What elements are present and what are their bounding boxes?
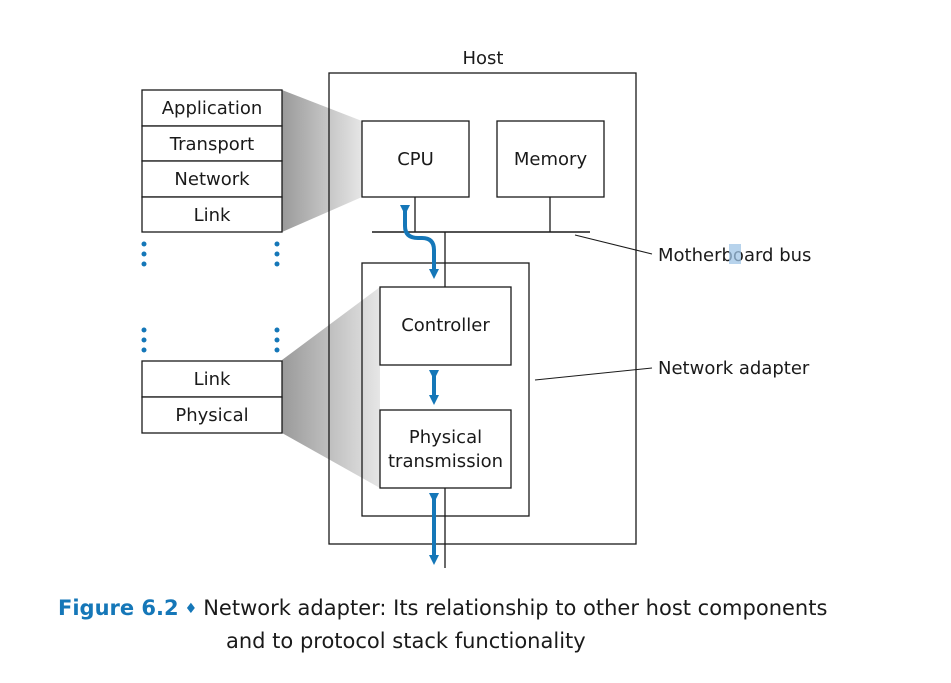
diamond-icon: ♦ <box>184 601 198 617</box>
stack-layer-network-label: Network <box>174 169 250 190</box>
cpu-to-controller-arrow <box>400 205 439 279</box>
stack-layer-network <box>141 160 283 198</box>
host-box <box>328 72 637 545</box>
physical-transmission-label-line1: Physical <box>409 427 482 448</box>
stack-layer-transport <box>141 125 283 162</box>
memory-box <box>496 120 605 198</box>
cpu-label: CPU <box>397 149 434 170</box>
stack-layer-transport-label: Transport <box>169 134 254 155</box>
protocol-stack-lower: Link Physical <box>141 360 283 434</box>
funnel-lower <box>282 287 380 488</box>
physical-transmission-box <box>379 409 512 489</box>
funnel-upper <box>282 90 362 232</box>
text-selection-highlight <box>729 244 741 264</box>
network-adapter-diagram: Host CPU Memory Motherboard bus Network … <box>141 48 811 568</box>
stack-layer-link-lower-label: Link <box>194 369 231 390</box>
caption-line1: Network adapter: Its relationship to oth… <box>203 596 828 620</box>
motherboard-bus-leader <box>574 234 653 255</box>
stack-layer-link-upper <box>141 196 283 233</box>
caption-line2: and to protocol stack functionality <box>226 629 586 653</box>
network-adapter-leader <box>534 367 653 381</box>
stack-layer-link-upper-label: Link <box>194 205 231 226</box>
figure-number: Figure 6.2 <box>58 596 179 620</box>
stack-layer-physical-label: Physical <box>175 405 248 426</box>
protocol-stack-upper: Application Transport Network Link <box>141 89 283 233</box>
stack-layer-link-lower <box>141 360 283 398</box>
network-adapter-label: Network adapter <box>658 358 810 379</box>
stack-ellipsis-dots <box>141 241 280 353</box>
stack-layer-application-label: Application <box>162 98 263 119</box>
stack-layer-physical <box>141 396 283 434</box>
controller-label: Controller <box>401 315 490 336</box>
figure-caption: Figure 6.2 ♦ Network adapter: Its relation… <box>58 593 938 656</box>
memory-label: Memory <box>514 149 588 170</box>
host-label: Host <box>463 48 504 69</box>
physical-transmission-label-line2: transmission <box>388 451 503 472</box>
